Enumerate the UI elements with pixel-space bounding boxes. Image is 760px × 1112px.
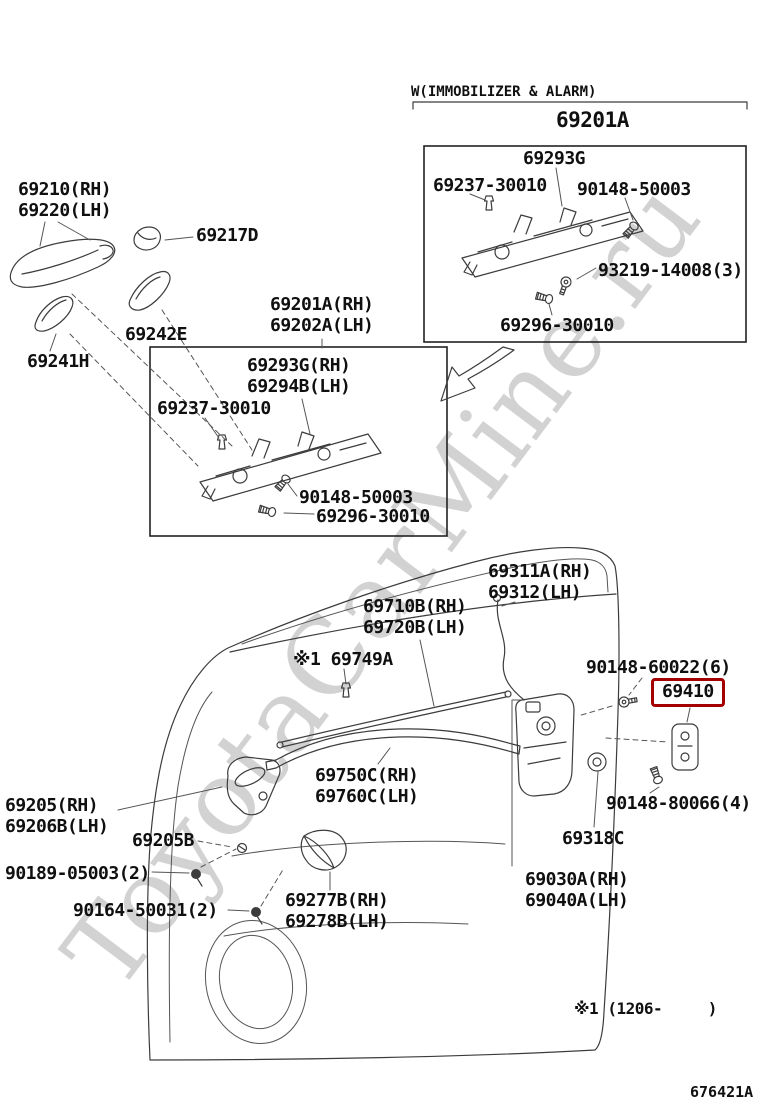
label-69206B-lh: 69206B(LH): [5, 816, 109, 837]
label-69237-mid: 69237-30010: [157, 398, 271, 419]
lock-rods: [276, 593, 525, 749]
label-69749A: ※1 69749A: [293, 649, 393, 670]
label-69760C-lh: 69760C(LH): [315, 786, 419, 807]
bezel-screw-icon: [236, 842, 248, 854]
label-69318C: 69318C: [562, 828, 625, 849]
label-69202A-lh: 69202A(LH): [270, 315, 374, 336]
label-69201A-group: 69201A: [556, 108, 629, 132]
frame-assembly-top: [461, 207, 644, 278]
label-69241H: 69241H: [27, 351, 90, 372]
bolt-icon: [556, 274, 574, 297]
label-69750C-rh: 69750C(RH): [315, 765, 419, 786]
label-69312-lh: 69312(LH): [488, 582, 582, 603]
label-69205-rh: 69205(RH): [5, 795, 99, 816]
direction-arrow: [440, 346, 515, 402]
label-69030A-rh: 69030A(RH): [525, 869, 629, 890]
label-69217D: 69217D: [196, 225, 259, 246]
outer-handle: [9, 238, 116, 288]
label-69720B-lh: 69720B(LH): [363, 617, 467, 638]
label-69242E: 69242E: [125, 324, 188, 345]
mid-parts-box: [149, 346, 448, 537]
bolt-icon: [617, 694, 639, 709]
screw-icon: [648, 765, 665, 786]
label-69210-rh: 69210(RH): [18, 179, 112, 200]
handle-pad-rear: [34, 295, 74, 332]
label-90148-60022: 90148-60022(6): [586, 657, 731, 678]
label-69040A-lh: 69040A(LH): [525, 890, 629, 911]
label-90148-50003-top: 90148-50003: [577, 179, 691, 200]
label-69311A-rh: 69311A(RH): [488, 561, 592, 582]
handle-pad-front: [128, 270, 171, 311]
assembly-guide-lines: [69, 293, 669, 907]
striker-plate: [671, 723, 699, 771]
door-lock-assembly: [515, 693, 575, 797]
label-69278B-lh: 69278B(LH): [285, 911, 389, 932]
label-69277B-rh: 69277B(RH): [285, 890, 389, 911]
frame-assembly-mid: [199, 431, 382, 502]
label-90189-05003: 90189-05003(2): [5, 863, 150, 884]
drawing-number: 676421A: [690, 1083, 754, 1101]
inner-handle: [226, 756, 281, 816]
label-69293G-rh: 69293G(RH): [247, 355, 351, 376]
release-cables: [265, 728, 521, 771]
label-69294B-lh: 69294B(LH): [247, 376, 351, 397]
label-69710B-rh: 69710B(RH): [363, 596, 467, 617]
handle-cover: [133, 226, 162, 251]
label-90148-80066: 90148-80066(4): [606, 793, 751, 814]
bolt-icon: [251, 907, 263, 925]
label-69293G-top: 69293G: [523, 148, 586, 169]
label-69296-top: 69296-30010: [500, 315, 614, 336]
label-69220-lh: 69220(LH): [18, 200, 112, 221]
grommet-part: [587, 752, 607, 772]
label-immobilizer-note: W(IMMOBILIZER & ALARM): [411, 84, 597, 100]
label-90148-50003-mid: 90148-50003: [299, 487, 413, 508]
footnote: ※1 (1206- ): [574, 999, 717, 1018]
label-93219-14008: 93219-14008(3): [598, 260, 743, 281]
door-panel: [146, 546, 620, 1061]
label-69296-mid: 69296-30010: [316, 506, 430, 527]
label-69201A-rh: 69201A(RH): [270, 294, 374, 315]
screw-icon: [257, 503, 278, 518]
clip-icon: [483, 195, 495, 211]
clip-icon: [340, 682, 352, 698]
top-parts-box: [423, 145, 747, 343]
service-hole-cover: [300, 829, 347, 871]
label-69237-top: 69237-30010: [433, 175, 547, 196]
label-69205B: 69205B: [132, 830, 195, 851]
immobilizer-bracket: [412, 101, 748, 110]
bolt-icon: [191, 869, 203, 887]
label-90164-50031: 90164-50031(2): [73, 900, 218, 921]
screw-icon: [534, 290, 555, 305]
leader-lines: [39, 167, 691, 912]
label-69410-highlight: 69410: [651, 678, 725, 707]
